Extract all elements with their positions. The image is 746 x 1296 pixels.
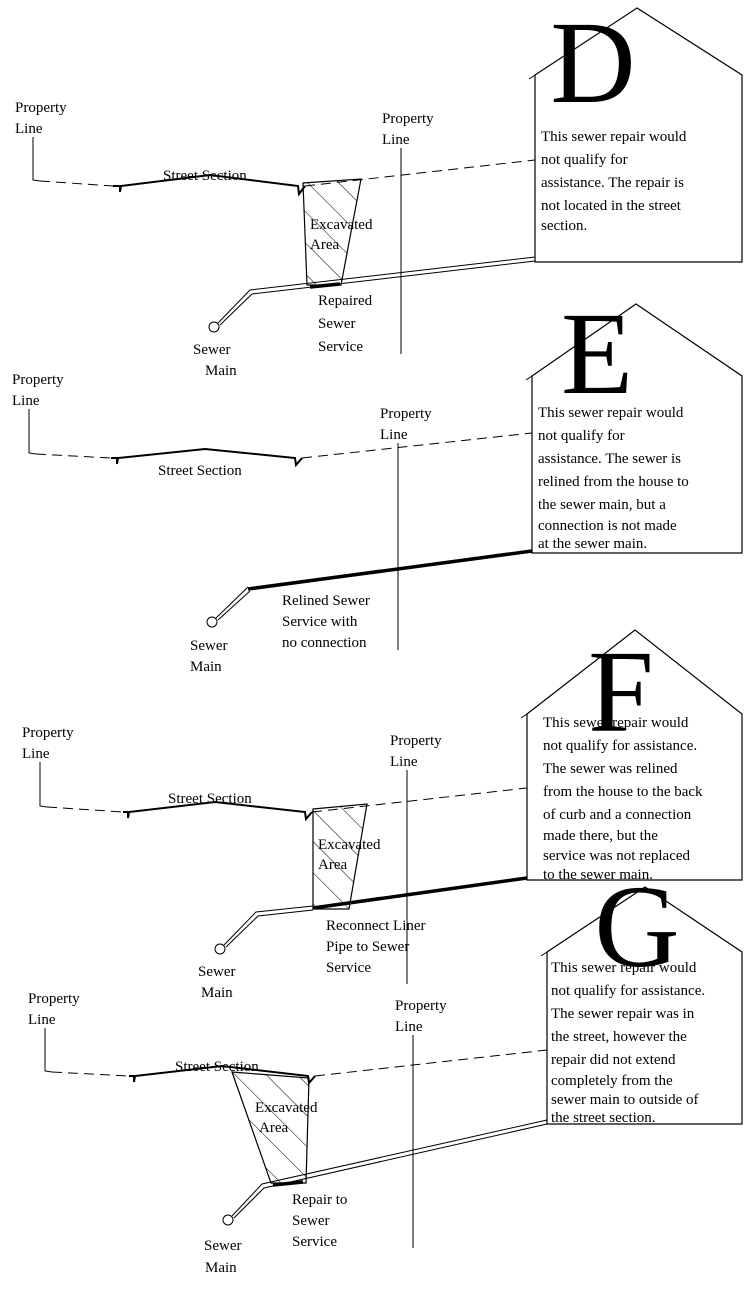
- sewer-service-pipe: [215, 586, 249, 619]
- excavated-area: [231, 1071, 310, 1184]
- sewer-main-label: Sewer Main: [193, 342, 237, 379]
- property-line-mid-label: Property Line: [395, 998, 450, 1035]
- property-line-left-label: Property Line: [28, 991, 83, 1028]
- house-outline: [526, 629, 743, 881]
- house-eave-left: [520, 713, 528, 719]
- scenario-letter: F: [588, 626, 654, 757]
- property-line-mid-label: Property Line: [380, 406, 435, 443]
- property-line-mid-label: Property Line: [390, 733, 445, 770]
- excavated-area: [312, 803, 368, 910]
- sewer-main-icon: [208, 321, 220, 333]
- street-surface: [113, 173, 306, 197]
- ground-dashed-left: [46, 806, 124, 813]
- excavated-area-label: Excavated Area: [318, 837, 384, 873]
- property-line-left: [44, 1028, 53, 1073]
- repaired-segment: [309, 282, 341, 289]
- scenario-e: E This sewer repair would not qualify fo…: [12, 288, 743, 675]
- street-section-label: Street Section: [158, 463, 242, 479]
- service-label: Relined Sewer Service with no connection: [282, 593, 374, 651]
- relined-sewer-service: [247, 549, 533, 591]
- sewer-service-pipe-inner: [219, 260, 536, 326]
- house-description: This sewer repair would not qualify for …: [543, 715, 706, 883]
- ground-dashed-left: [35, 453, 112, 459]
- service-label: Repaired Sewer Service: [318, 293, 376, 355]
- street-section-label: Street Section: [163, 168, 247, 184]
- sewer-main-label: Sewer Main: [198, 964, 239, 1001]
- relined-sewer-service: [312, 876, 528, 910]
- ground-dashed-right: [301, 432, 533, 459]
- sewer-main-icon: [206, 616, 218, 628]
- sewer-service-pipe-inner: [233, 1123, 548, 1219]
- sewer-service-pipe: [217, 256, 536, 324]
- sewer-main-icon: [222, 1214, 234, 1226]
- street-section-label: Street Section: [175, 1059, 259, 1075]
- sewer-service-pipe-inner: [217, 590, 251, 621]
- property-line-left-label: Property Line: [15, 100, 70, 137]
- service-label: Repair to Sewer Service: [292, 1192, 351, 1250]
- house-outline: [546, 886, 743, 1125]
- sewer-service-pipe: [231, 1119, 548, 1217]
- excavated-area-label: Excavated Area: [255, 1100, 321, 1136]
- property-line-left-label: Property Line: [22, 725, 77, 762]
- scenario-letter: E: [561, 288, 633, 419]
- house-eave-left: [525, 375, 533, 381]
- scenario-d: D This sewer repair would not qualify fo…: [15, 0, 743, 379]
- ground-dashed-left: [39, 180, 114, 187]
- repaired-segment: [272, 1180, 304, 1187]
- sewer-main-icon: [214, 943, 226, 955]
- house-description: This sewer repair would not qualify for …: [551, 960, 709, 1126]
- scenario-g: G This sewer repair would not qualify fo…: [28, 861, 743, 1276]
- scenario-letter: G: [594, 861, 679, 992]
- sewer-service-pipe: [223, 905, 314, 946]
- ground-dashed-right: [314, 1049, 548, 1077]
- scenario-letter: D: [550, 0, 635, 128]
- house-eave-left: [540, 951, 548, 957]
- house-outline: [534, 7, 743, 263]
- street-surface: [123, 800, 313, 822]
- house-description: This sewer repair would not qualify for …: [541, 129, 690, 234]
- sewer-main-label: Sewer Main: [190, 638, 231, 675]
- house-outline: [531, 303, 743, 554]
- property-line-left: [32, 137, 41, 182]
- property-line-left: [39, 762, 48, 808]
- house-description: This sewer repair would not qualify for …: [538, 405, 693, 552]
- excavated-area: [302, 178, 362, 286]
- street-surface: [111, 447, 303, 468]
- property-line-mid-label: Property Line: [382, 111, 437, 148]
- excavated-area-label: Excavated Area: [310, 217, 376, 253]
- service-label: Reconnect Liner Pipe to Sewer Service: [326, 918, 429, 976]
- sewer-main-label: Sewer Main: [204, 1238, 245, 1276]
- property-line-left-label: Property Line: [12, 372, 67, 409]
- scenario-f: F This sewer repair would not qualify fo…: [22, 626, 743, 1001]
- ground-dashed-left: [51, 1071, 130, 1077]
- property-line-left: [28, 409, 37, 455]
- street-section-label: Street Section: [168, 791, 252, 807]
- house-eave-left: [528, 74, 536, 80]
- sewer-service-pipe-inner: [225, 909, 314, 948]
